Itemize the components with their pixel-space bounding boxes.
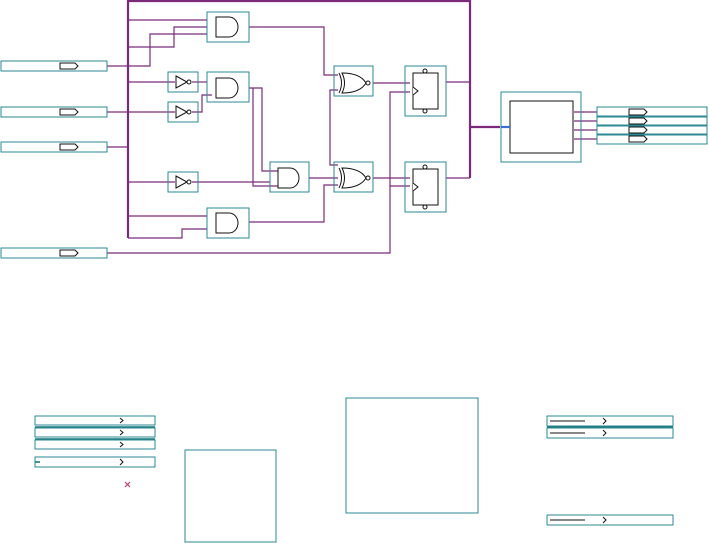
- empty-module-box-large[interactable]: [345, 397, 479, 514]
- input-pin-clock[interactable]: [0, 247, 108, 259]
- output-pin-3[interactable]: [596, 124, 708, 136]
- and-gate-bottom[interactable]: [206, 207, 250, 239]
- xnor-gate-bottom[interactable]: [333, 161, 374, 193]
- output-pin-1[interactable]: [596, 106, 708, 118]
- probe-strip-single-right[interactable]: [546, 514, 674, 526]
- probe-strip-group-right[interactable]: [546, 415, 674, 439]
- input-pin-1[interactable]: [0, 60, 108, 72]
- wire-net: [107, 0, 597, 254]
- probe-strip-group-left[interactable]: [34, 415, 156, 450]
- and-gate-2[interactable]: [206, 71, 250, 103]
- inverter-2[interactable]: [167, 101, 199, 123]
- input-pin-3[interactable]: [0, 141, 108, 153]
- cross-marker-icon: [124, 481, 131, 488]
- and-gate-3[interactable]: [269, 161, 310, 193]
- inverter-1[interactable]: [167, 71, 199, 93]
- xnor-gate-top[interactable]: [333, 65, 374, 97]
- input-pin-2[interactable]: [0, 106, 108, 118]
- flip-flop-top[interactable]: [404, 65, 447, 117]
- output-module[interactable]: [500, 91, 582, 163]
- output-pin-2[interactable]: [596, 115, 708, 127]
- output-pin-4[interactable]: [596, 133, 708, 145]
- empty-module-box-small[interactable]: [184, 449, 277, 543]
- and-gate-top[interactable]: [206, 11, 250, 43]
- probe-strip-single-left[interactable]: [34, 456, 156, 468]
- flip-flop-bottom[interactable]: [404, 161, 447, 213]
- inverter-3[interactable]: [167, 171, 199, 193]
